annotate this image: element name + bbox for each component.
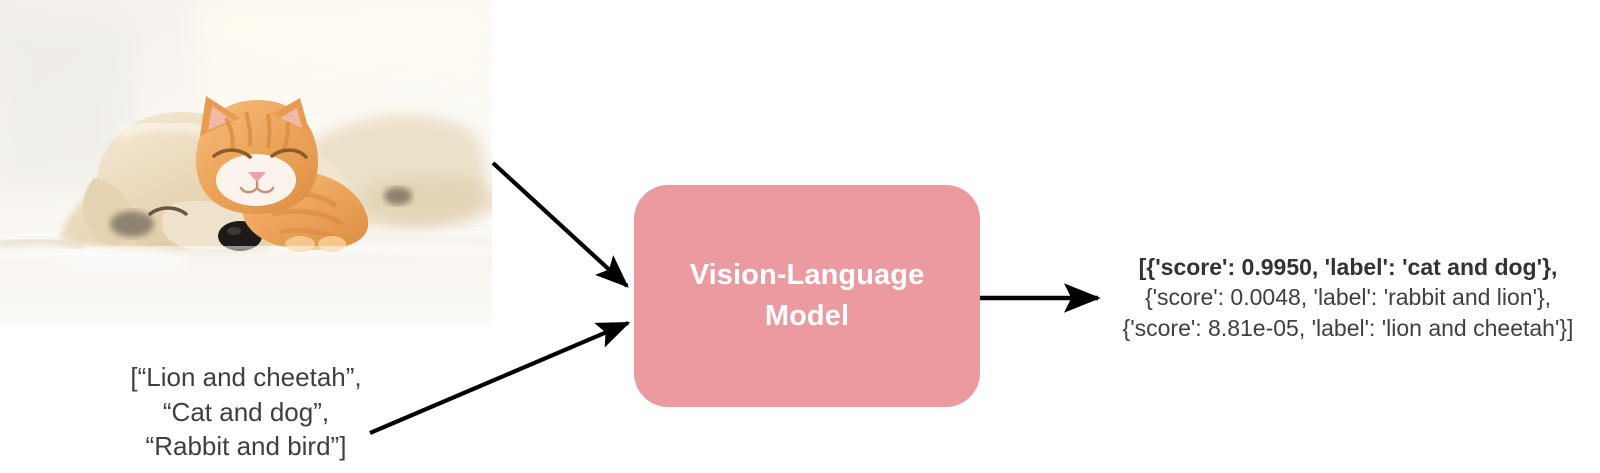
- arrow-image-to-model: [491, 161, 629, 288]
- arrow-text-to-model: [369, 321, 631, 435]
- vision-language-model-box[interactable]: Vision-Language Model: [634, 185, 980, 407]
- model-box-label: Vision-Language Model: [689, 258, 925, 332]
- photo-illustration: [0, 0, 492, 326]
- output-line-2: {'score': 0.0048, 'label': 'rabbit and l…: [1144, 284, 1552, 311]
- output-line-1: [{'score': 0.9950, 'label': 'cat and dog…: [1138, 254, 1558, 280]
- output-line-3: {'score': 8.81e-05, 'label': 'lion and c…: [1122, 314, 1574, 341]
- text-prompt-list: [“Lion and cheetah”, “Cat and dog”, “Rab…: [130, 362, 362, 462]
- input-image-thumbnail: [0, 0, 492, 326]
- model-output-block: [{'score': 0.9950, 'label': 'cat and dog…: [1098, 252, 1598, 343]
